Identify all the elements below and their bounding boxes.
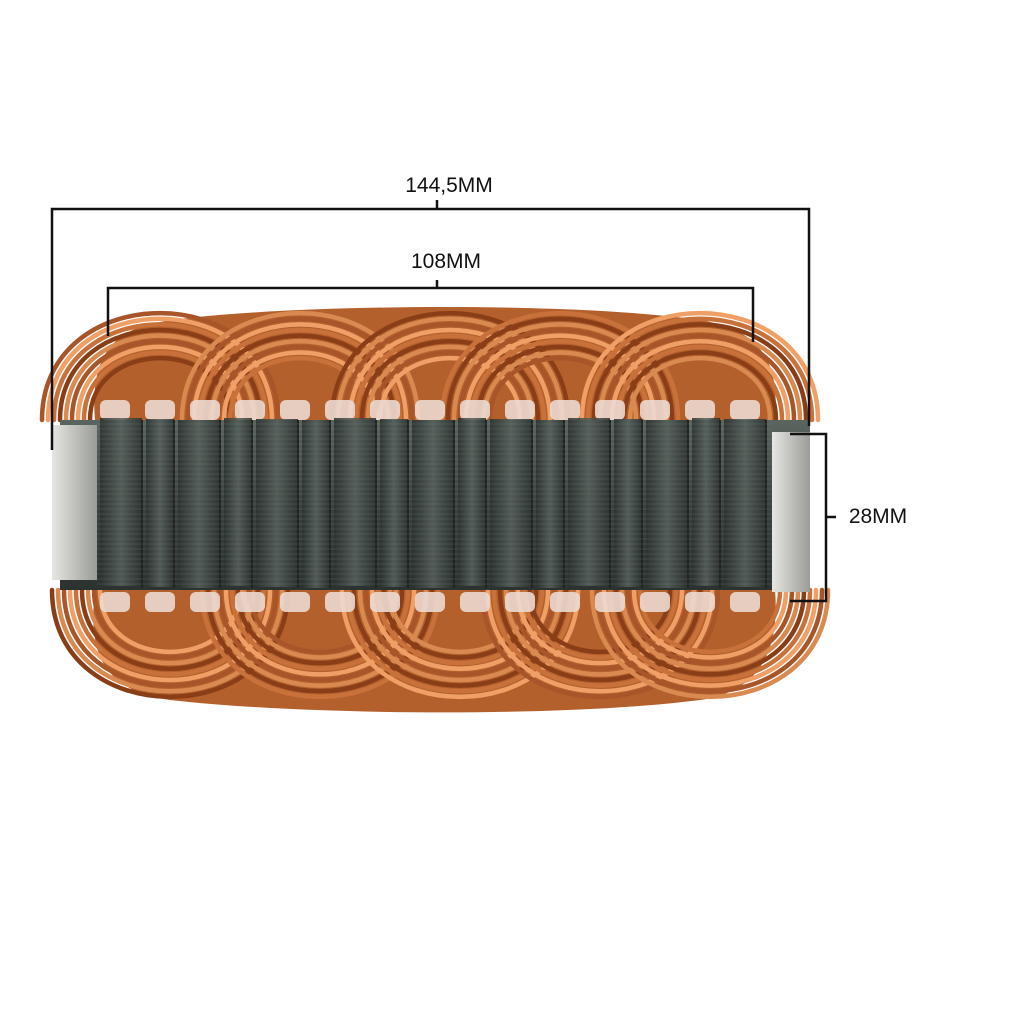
lower-winding bbox=[49, 587, 831, 713]
dimension-height bbox=[790, 432, 836, 603]
upper-winding bbox=[39, 307, 821, 423]
slot-insulators bbox=[100, 400, 760, 612]
core-end-left bbox=[52, 425, 97, 580]
inner-width-label: 108MM bbox=[410, 250, 482, 273]
overall-width-label: 144,5MM bbox=[405, 174, 493, 197]
dimension-overall bbox=[50, 200, 811, 450]
stator-core bbox=[52, 418, 810, 592]
height-label: 28MM bbox=[848, 505, 908, 528]
core-end-right bbox=[772, 432, 810, 592]
dimension-inner bbox=[106, 280, 755, 342]
